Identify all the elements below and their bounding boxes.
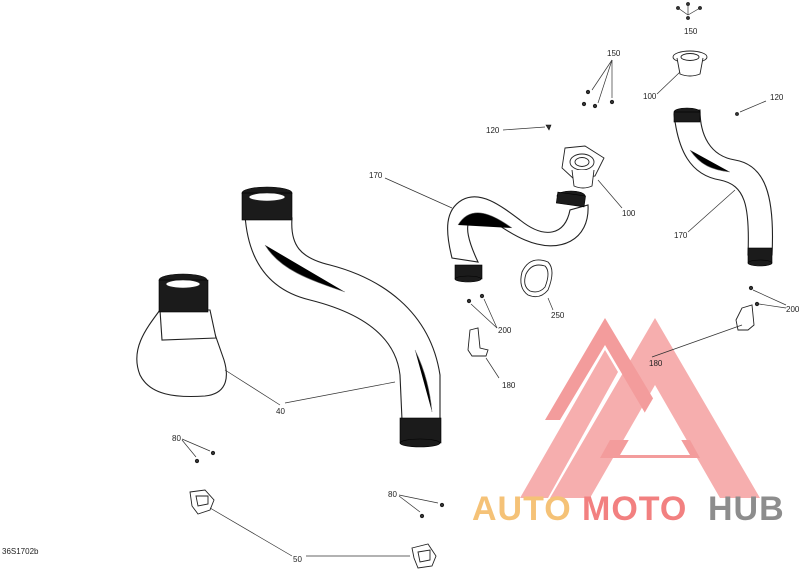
bracket-180-right: 200 180	[649, 285, 800, 368]
callout-40: 40	[276, 407, 285, 416]
clamps-50: 50	[189, 489, 437, 569]
callout-100-top: 100	[643, 92, 657, 101]
screw-120-right: 120	[735, 93, 784, 116]
watermark-text-auto: AUTO	[472, 490, 572, 528]
watermark-text-moto: MOTO	[582, 490, 687, 528]
screws-150-top: 150	[676, 2, 702, 36]
callout-120-right: 120	[770, 93, 784, 102]
callout-150-top: 150	[684, 27, 698, 36]
callout-170-right: 170	[674, 231, 688, 240]
callout-100-mid: 100	[622, 209, 636, 218]
callout-250: 250	[551, 311, 565, 320]
screws-150-mid: 150	[581, 49, 621, 109]
callout-50: 50	[293, 555, 302, 564]
screws-80-left: 80	[172, 434, 216, 464]
callout-200-left: 200	[498, 326, 512, 335]
callout-150-mid: 150	[607, 49, 621, 58]
hose-40-large: 40	[136, 186, 442, 448]
callout-80-left: 80	[172, 434, 181, 443]
hose-170-right: 170	[673, 107, 774, 267]
callout-170-left: 170	[369, 171, 383, 180]
screw-120-mid: 120	[486, 124, 552, 135]
callout-80-bottom: 80	[388, 490, 397, 499]
bracket-180-left: 200 180	[466, 293, 516, 390]
thermostat-housing-100: 100	[561, 145, 636, 218]
screws-80-bottom: 80	[388, 490, 445, 519]
diagram-code: 36S1702b	[2, 547, 39, 556]
seal-250: 250	[520, 259, 565, 320]
watermark-text-hub: HUB	[708, 490, 785, 528]
callout-180-left: 180	[502, 381, 516, 390]
callout-180-right: 180	[649, 359, 663, 368]
fitting-100-top: 100	[643, 50, 708, 101]
callout-200-right: 200	[786, 305, 800, 314]
hose-170-middle: 170	[369, 171, 589, 283]
watermark-triangle-icon	[520, 318, 760, 498]
watermark-logo: AUTO MOTO HUB	[472, 318, 785, 528]
callout-120-mid: 120	[486, 126, 500, 135]
